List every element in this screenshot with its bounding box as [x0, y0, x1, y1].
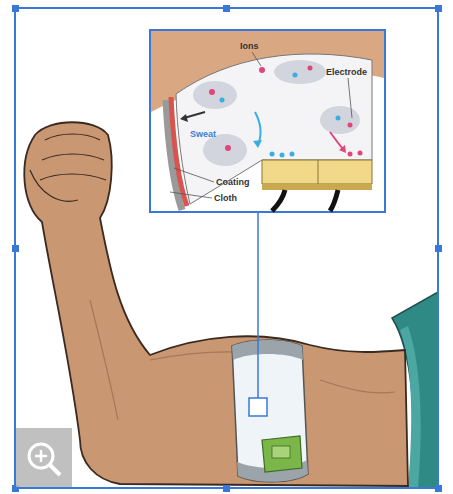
resize-handle: [12, 245, 19, 252]
zoom-lens: [29, 444, 53, 468]
sweat-pore: [320, 106, 360, 134]
ion-dot: [348, 123, 353, 128]
sensor-module: [262, 436, 302, 472]
finger-line: [45, 134, 100, 140]
ion-dot: [259, 67, 265, 73]
ion-dot: [270, 152, 275, 157]
zoom-button: [16, 428, 72, 487]
arrow-head: [180, 114, 188, 122]
electrode-wire: [330, 190, 338, 211]
electrode-pad: [262, 160, 372, 184]
finger-line: [40, 174, 106, 180]
electrode-edge: [262, 184, 372, 190]
label-leader: [348, 78, 352, 118]
sweat-pore: [274, 60, 326, 84]
zoom-plus: [40, 450, 43, 462]
ion-dot: [290, 152, 295, 157]
armband-edge: [232, 340, 303, 360]
electrode-wire: [272, 190, 285, 211]
ion-dot: [209, 89, 215, 95]
arrow-head: [339, 145, 346, 153]
ion-dot: [336, 116, 341, 121]
part-label: Cloth: [214, 194, 237, 203]
ion-dot: [280, 153, 285, 158]
ion-dot: [358, 151, 363, 156]
resize-handle: [435, 245, 442, 252]
ion-dot: [293, 73, 298, 78]
ion-dot: [225, 145, 231, 151]
ion-dot: [308, 66, 313, 71]
muscle-line: [90, 300, 118, 420]
resize-handle: [12, 5, 19, 12]
sensor-chip: [272, 446, 290, 458]
sensor-sheet: [176, 54, 372, 204]
resize-handle: [223, 485, 230, 492]
selection-frame: [15, 8, 438, 488]
flow-arrow: [330, 132, 344, 150]
focus-square: [249, 398, 267, 416]
label-leader: [170, 192, 212, 198]
sweat-pore: [193, 81, 237, 109]
armband: [232, 340, 308, 482]
electrode-split: [318, 160, 319, 184]
muscle-line: [320, 380, 395, 393]
resize-handle: [435, 5, 442, 12]
label-leader: [252, 52, 261, 66]
flow-arrow: [255, 112, 261, 145]
label-leader: [174, 168, 214, 182]
inset-frame: [150, 30, 385, 212]
part-label: Sweat: [190, 130, 216, 139]
resize-handle: [223, 5, 230, 12]
part-label: Electrode: [326, 68, 367, 77]
thumb-line: [30, 170, 78, 201]
ion-dot: [348, 152, 353, 157]
part-label: Coating: [216, 178, 250, 187]
part-label: Ions: [240, 42, 259, 51]
leader-line: [257, 212, 259, 398]
resize-handle: [435, 485, 442, 492]
flow-arrow: [184, 112, 205, 118]
arrow-head: [253, 140, 262, 148]
zoom-handle: [50, 465, 60, 475]
ion-dot: [220, 98, 225, 103]
finger-line: [42, 154, 104, 160]
